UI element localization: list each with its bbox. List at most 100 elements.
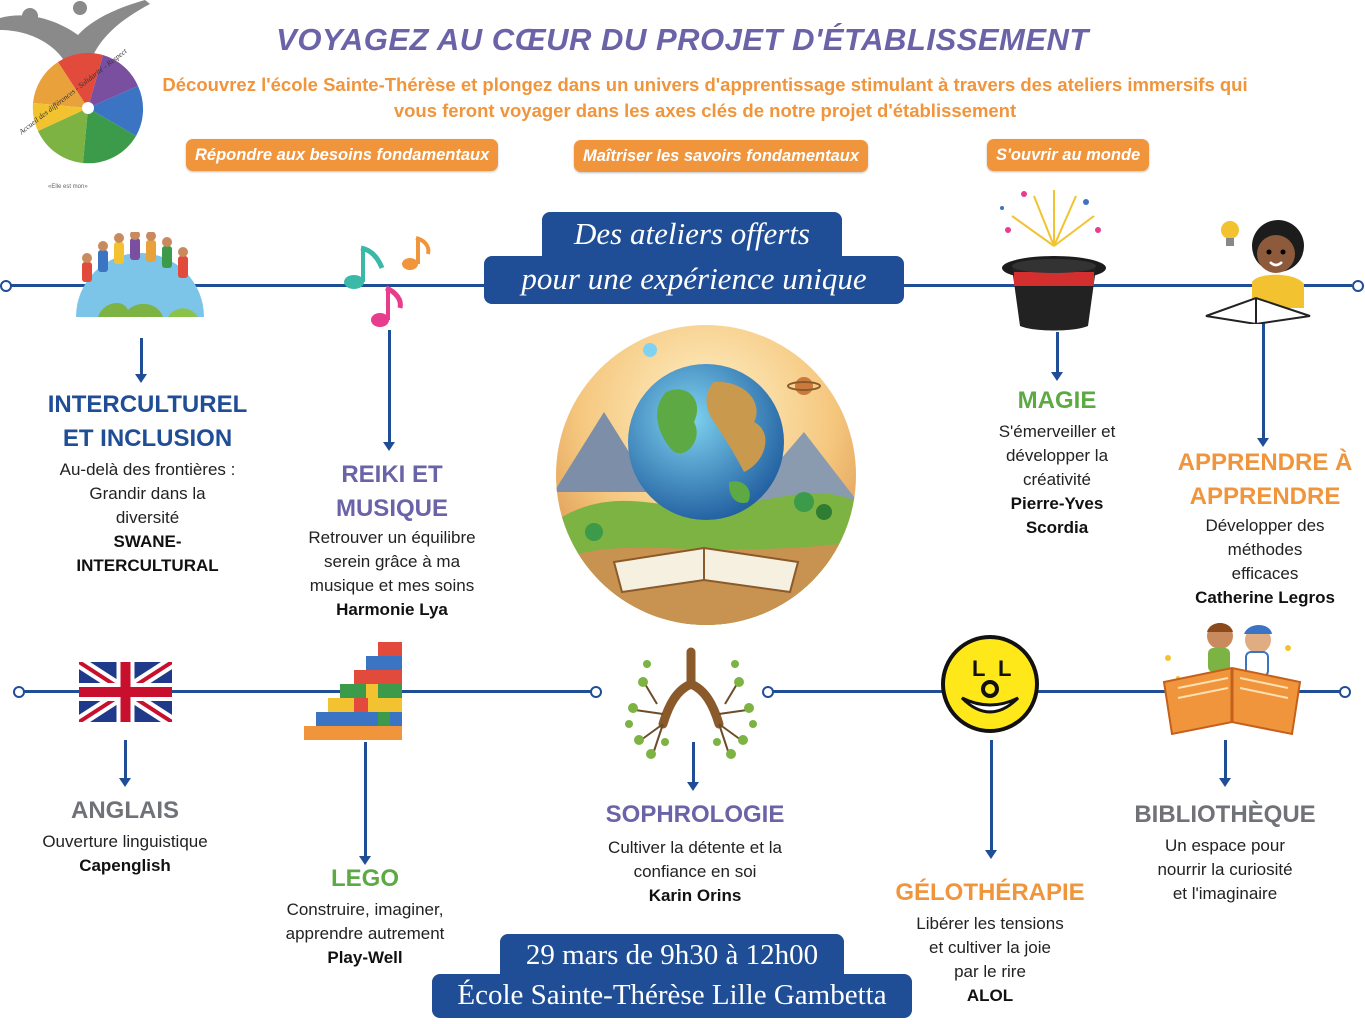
page-subtitle: Découvrez l'école Sainte-Thérèse et plon… xyxy=(162,74,1248,121)
connector xyxy=(990,740,993,850)
workshop-apprendre: APPRENDRE À APPRENDRE Développer des mét… xyxy=(1168,446,1362,610)
page-title: VOYAGEZ AU CŒUR DU PROJET D'ÉTABLISSEMEN… xyxy=(276,22,1089,57)
workshop-desc: développer la xyxy=(1005,446,1109,465)
bottom-timeline-left xyxy=(24,690,594,693)
timeline-endpoint xyxy=(13,686,25,698)
connector xyxy=(388,330,391,442)
workshop-title: MAGIE xyxy=(1017,387,1097,414)
connector-arrow xyxy=(383,442,395,451)
workshop-host: Play-Well xyxy=(327,948,403,967)
workshop-desc: Ouverture linguistique xyxy=(42,832,208,851)
timeline-endpoint xyxy=(590,686,602,698)
workshop-host: Catherine Legros xyxy=(1195,588,1335,607)
workshop-interculturel: INTERCULTUREL ET INCLUSION Au-delà des f… xyxy=(20,388,275,578)
pill-besoins: Répondre aux besoins fondamentaux xyxy=(186,139,499,171)
workshop-desc: apprendre autrement xyxy=(285,924,445,943)
workshop-reiki: REIKI ET MUSIQUE Retrouver un équilibre … xyxy=(280,458,504,622)
school-logo: Accueil des différences - Solidarité - R… xyxy=(0,0,150,195)
connector-arrow xyxy=(985,850,997,859)
uk-flag-icon xyxy=(75,656,176,728)
workshop-desc: confiance en soi xyxy=(633,862,757,881)
workshop-sophrologie: SOPHROLOGIE Cultiver la détente et la co… xyxy=(580,798,810,908)
connector-arrow xyxy=(1257,438,1269,447)
workshop-desc: diversité xyxy=(115,508,180,527)
bottom-timeline-right xyxy=(772,690,1342,693)
event-date: 29 mars de 9h30 à 12h00 xyxy=(500,934,844,976)
workshop-desc: S'émerveiller et xyxy=(998,422,1116,441)
workshop-desc: nourrir la curiosité xyxy=(1157,860,1293,879)
workshop-title: ET INCLUSION xyxy=(62,425,233,452)
workshop-desc: Cultiver la détente et la xyxy=(608,838,782,857)
workshop-host: Pierre-Yves xyxy=(1010,494,1104,513)
workshop-desc: efficaces xyxy=(1231,564,1299,583)
workshop-desc: par le rire xyxy=(954,962,1026,981)
workshop-gelotherapie: GÉLOTHÉRAPIE Libérer les tensions et cul… xyxy=(875,876,1105,1008)
workshop-desc: et l'imaginaire xyxy=(1172,884,1278,903)
workshop-title: LEGO xyxy=(330,865,399,892)
workshop-title: APPRENDRE À xyxy=(1177,449,1353,476)
workshop-desc: Au-delà des frontières : xyxy=(59,460,236,479)
timeline-endpoint xyxy=(0,280,12,292)
workshop-title: APPRENDRE xyxy=(1189,483,1341,510)
workshop-title: REIKI ET xyxy=(341,461,443,488)
connector xyxy=(1224,740,1227,778)
workshop-magie: MAGIE S'émerveiller et développer la cré… xyxy=(960,384,1154,540)
workshop-bibliotheque: BIBLIOTHÈQUE Un espace pour nourrir la c… xyxy=(1115,798,1335,906)
workshop-desc: Retrouver un équilibre xyxy=(308,528,476,547)
logo-tagline: «Elle est mon» xyxy=(48,184,88,190)
svg-text:L: L xyxy=(972,656,985,681)
connector-arrow xyxy=(1219,778,1231,787)
workshop-title: BIBLIOTHÈQUE xyxy=(1134,801,1316,828)
connector xyxy=(1262,322,1265,438)
workshop-title: MUSIQUE xyxy=(335,495,448,522)
kids-book-icon xyxy=(1158,618,1306,738)
connector-arrow xyxy=(119,778,131,787)
banner-top-line2: pour une expérience unique xyxy=(484,256,904,304)
globe-book-illustration xyxy=(554,322,858,628)
workshop-desc: musique et mes soins xyxy=(309,576,475,595)
workshop-title: ANGLAIS xyxy=(71,797,179,824)
workshop-host: Capenglish xyxy=(79,856,171,875)
workshop-host: Karin Orins xyxy=(648,886,742,905)
connector xyxy=(364,742,367,856)
reading-child-icon xyxy=(1200,212,1318,326)
workshop-host: ALOL xyxy=(966,986,1014,1005)
magic-hat-icon xyxy=(994,186,1114,332)
workshop-desc: méthodes xyxy=(1227,540,1303,559)
workshop-host: SWANE- xyxy=(113,532,182,551)
earth-children-icon xyxy=(68,230,213,320)
workshop-host: INTERCULTURAL xyxy=(76,556,219,575)
workshop-title: SOPHROLOGIE xyxy=(605,801,785,828)
laughing-face-icon: L L xyxy=(940,634,1040,734)
lungs-tree-icon xyxy=(617,644,765,762)
workshop-desc: serein grâce à ma xyxy=(323,552,461,571)
workshop-lego: LEGO Construire, imaginer, apprendre aut… xyxy=(255,862,475,970)
pill-monde: S'ouvrir au monde xyxy=(987,139,1150,171)
connector-arrow xyxy=(687,782,699,791)
event-location: École Sainte-Thérèse Lille Gambetta xyxy=(432,974,912,1018)
connector xyxy=(692,742,695,782)
workshop-desc: et cultiver la joie xyxy=(929,938,1051,957)
music-notes-icon xyxy=(340,234,435,332)
lego-bricks-icon xyxy=(304,642,402,740)
top-timeline-left xyxy=(8,284,490,287)
workshop-desc: Construire, imaginer, xyxy=(286,900,444,919)
workshop-desc: Libérer les tensions xyxy=(916,914,1064,933)
workshop-desc: Grandir dans la xyxy=(89,484,206,503)
banner-top-line1: Des ateliers offerts xyxy=(542,212,842,258)
connector-arrow xyxy=(1051,372,1063,381)
timeline-endpoint xyxy=(762,686,774,698)
workshop-desc: créativité xyxy=(1022,470,1092,489)
connector-arrow xyxy=(359,856,371,865)
workshop-host: Scordia xyxy=(1025,518,1089,537)
connector xyxy=(1056,332,1059,372)
top-timeline-right xyxy=(900,284,1352,287)
workshop-desc: Développer des xyxy=(1205,516,1325,535)
svg-text:L: L xyxy=(998,656,1011,681)
workshop-host: Harmonie Lya xyxy=(336,600,448,619)
connector xyxy=(124,740,127,778)
workshop-anglais: ANGLAIS Ouverture linguistique Capenglis… xyxy=(10,794,240,878)
workshop-title: INTERCULTUREL xyxy=(47,391,248,418)
timeline-endpoint xyxy=(1352,280,1364,292)
pill-savoirs: Maîtriser les savoirs fondamentaux xyxy=(574,140,869,172)
